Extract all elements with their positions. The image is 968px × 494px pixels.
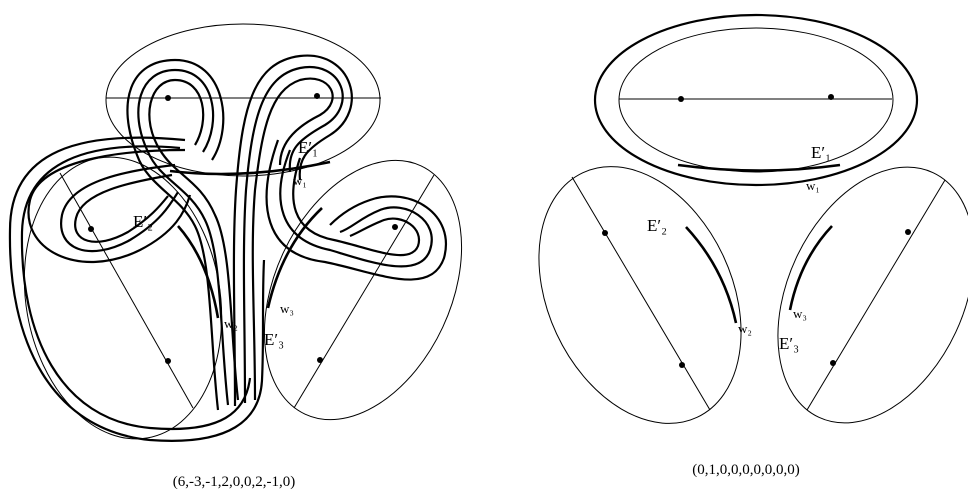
- left-label-e3: E′₃: [264, 330, 284, 349]
- left-disk-e2-diameter: [59, 172, 194, 409]
- left-disk-e1: [105, 23, 381, 177]
- right-disk-e2-puncture-2: [679, 362, 685, 368]
- left-label-w3: w₃: [280, 301, 294, 316]
- right-label-e3: E′₃: [779, 334, 799, 353]
- left-label-w2: w₂: [224, 316, 238, 331]
- left-disk-e3-puncture-2: [317, 357, 323, 363]
- left-disk-e2-puncture-2: [165, 358, 171, 364]
- right-label-w1: w₁: [806, 178, 820, 193]
- right-caption: (0,1,0,0,0,0,0,0,0): [692, 462, 800, 478]
- right-disk-e3-diameter: [806, 179, 946, 411]
- left-disk-e2: [23, 156, 223, 440]
- left-disk-e1-puncture-1: [165, 95, 171, 101]
- right-disk-e3-puncture-1: [905, 229, 911, 235]
- right-disk-e2-puncture-1: [602, 230, 608, 236]
- left-caption: (6,-3,-1,2,0,0,2,-1,0): [173, 474, 295, 490]
- right-disk-e2: [538, 166, 742, 424]
- right-disk-e3-puncture-2: [830, 360, 836, 366]
- right-label-e1: E′₁: [811, 143, 831, 162]
- right-arc-e2: [685, 226, 738, 324]
- right-panel: E′₁ w₁ E′₂ w₂ w₃ E′₃ (0,1,0,0,0,0,0,0,0): [538, 13, 968, 478]
- left-label-w1: w₁: [293, 173, 307, 188]
- right-disk-e1-puncture-2: [828, 94, 834, 100]
- left-disk-e1-puncture-2: [314, 93, 320, 99]
- right-curve-w1-ring: [593, 13, 919, 187]
- left-disk-e3: [263, 159, 463, 421]
- left-arc-e2: [177, 225, 220, 319]
- right-label-w2: w₂: [738, 321, 752, 336]
- right-arc-e1: [677, 163, 841, 172]
- right-disk-e1: [618, 27, 894, 173]
- left-disk-e3-diameter: [293, 174, 435, 409]
- right-disk-e1-puncture-1: [678, 96, 684, 102]
- right-label-w3: w₃: [793, 306, 807, 321]
- right-disk-e3: [777, 166, 968, 424]
- left-arc-e3: [266, 207, 323, 309]
- left-label-e1: E′₁: [298, 138, 318, 157]
- left-disk-e3-puncture-1: [392, 224, 398, 230]
- right-arc-e3: [788, 225, 833, 311]
- right-label-e2: E′₂: [647, 216, 667, 235]
- left-disk-e2-puncture-1: [88, 226, 94, 232]
- left-panel: E′₁ w₁ E′₂ w₂ w₃ E′₃ (6,-3,-1,2,0,0,2,-1…: [8, 23, 463, 490]
- right-disk-e2-diameter: [571, 176, 711, 411]
- left-curve-bundle: [8, 54, 447, 442]
- left-label-e2: E′₂: [133, 212, 153, 231]
